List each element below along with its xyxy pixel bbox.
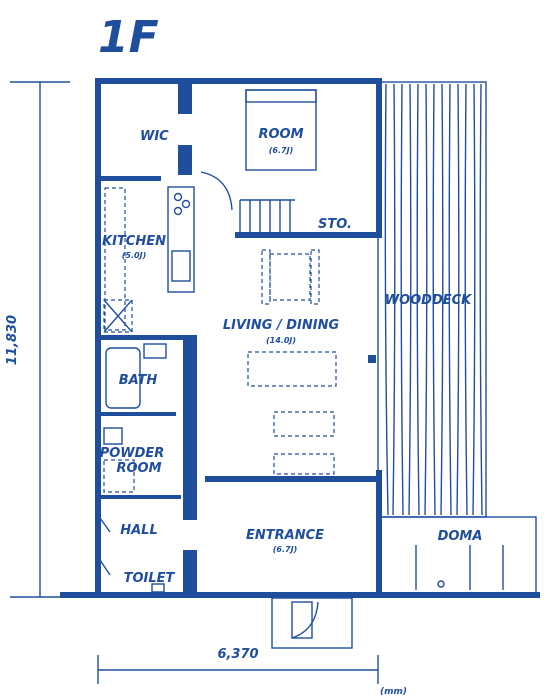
room-size-room: (6.7J) xyxy=(269,146,293,155)
height-dimension: 11,830 xyxy=(5,81,70,598)
width-label: 6,370 xyxy=(217,647,258,662)
room-label-powder-room: ROOM xyxy=(116,461,161,476)
room-label-sto: STO. xyxy=(318,217,352,232)
room-label-bath: BATH xyxy=(119,373,158,388)
stairs xyxy=(239,199,295,238)
sofa xyxy=(247,351,337,387)
outer-walls xyxy=(60,78,540,598)
room-label-wic: WIC xyxy=(140,129,169,144)
room-label-hall: HALL xyxy=(120,523,158,538)
room-size-living: (14.0J) xyxy=(266,336,296,345)
low-table xyxy=(273,411,335,437)
width-dimension: 6,370 (mm) xyxy=(97,647,407,697)
room-size-entrance: (6.7J) xyxy=(273,545,297,554)
room-label-kitchen: KITCHEN xyxy=(102,234,166,249)
room-label-toilet: TOILET xyxy=(124,571,176,586)
kitchen-sink xyxy=(171,250,191,282)
tv-board xyxy=(273,453,335,475)
room-size-kitchen: (5.0J) xyxy=(122,251,146,260)
room-label-doma: DOMA xyxy=(438,529,483,544)
dining-table xyxy=(269,253,311,301)
interior-walls xyxy=(101,84,377,595)
sink xyxy=(103,427,123,445)
kitchen-counter xyxy=(167,186,195,293)
toilet-fixture xyxy=(151,583,165,593)
room-label-entrance: ENTRANCE xyxy=(246,528,324,543)
room-label-room: ROOM xyxy=(258,127,303,142)
fixtures xyxy=(99,89,353,649)
room-label-powder: POWDER xyxy=(100,446,165,461)
floor-title: 1F xyxy=(98,12,159,63)
unit-label: (mm) xyxy=(380,687,407,697)
height-label: 11,830 xyxy=(5,315,20,365)
entry-porch xyxy=(271,597,353,649)
room-label-wooddeck: WOODDECK xyxy=(385,293,472,308)
room-label-living: LIVING / DINING xyxy=(223,318,340,333)
bathtub xyxy=(105,347,141,409)
